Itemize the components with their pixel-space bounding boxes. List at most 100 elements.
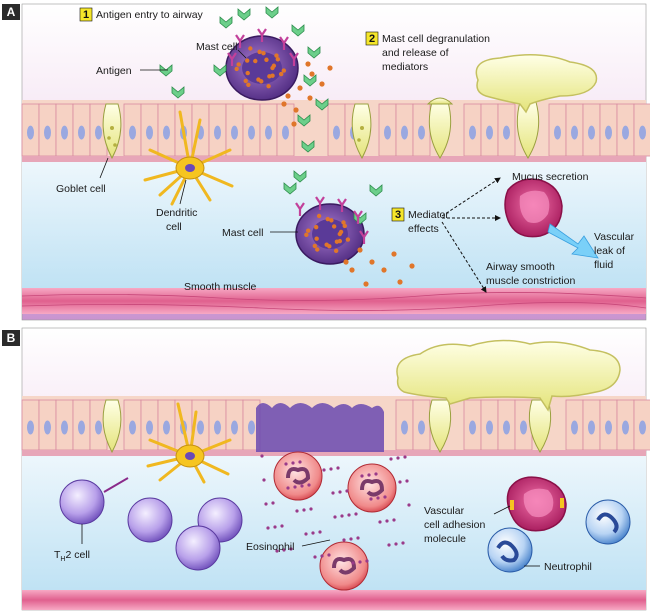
th2-cells: [59, 477, 243, 571]
granule: [325, 216, 330, 222]
granule-dot: [333, 515, 337, 519]
ige-receptor-icon: [353, 210, 363, 224]
granule: [281, 68, 287, 73]
granule-dot: [318, 530, 322, 534]
ige-receptor-icon: [337, 198, 347, 212]
label-mucus-secretion: Mucus secretion: [512, 171, 589, 183]
blood-vessel-b: [506, 476, 567, 532]
mast-cell-bottom: [295, 203, 365, 265]
granule-dot: [365, 559, 369, 563]
antigen-icon: [291, 24, 305, 37]
cell-nucleus: [486, 125, 493, 140]
granule-dot: [309, 507, 313, 511]
granule-dot: [403, 455, 407, 459]
antigen-icon: [237, 8, 251, 21]
cell-nucleus: [622, 420, 629, 435]
label-th2-cell: TH2 cell: [54, 549, 90, 563]
cell-nucleus: [469, 420, 476, 435]
antigen-icon: [219, 16, 233, 29]
granule: [338, 229, 344, 235]
goblet-cell-a2: [351, 103, 372, 160]
svg-text:3: 3: [395, 209, 401, 221]
cell-nucleus: [605, 420, 612, 435]
mediator-granule: [305, 61, 311, 67]
cell-nucleus: [146, 125, 153, 140]
svg-text:A: A: [7, 5, 16, 19]
cell-nucleus: [622, 125, 629, 140]
ige-receptor-icon: [289, 52, 299, 66]
svg-text:and release of: and release of: [382, 47, 449, 59]
granule: [245, 58, 250, 63]
label-vcam-2: cell adhesion: [424, 519, 485, 531]
granule-dot: [307, 483, 311, 487]
cell-nucleus: [333, 125, 340, 140]
eosinophil-cell: [273, 451, 323, 501]
granule-dot: [396, 456, 400, 460]
svg-text:B: B: [7, 331, 16, 345]
granule: [278, 71, 284, 77]
eosinophil-nucleus: [360, 479, 385, 497]
granule-dot: [313, 555, 317, 559]
step-3: 3 Mediator effects: [391, 207, 449, 235]
mediator-effect-arrows: [441, 177, 501, 293]
antigen-icon: [213, 64, 227, 77]
cell-nucleus: [231, 125, 238, 140]
svg-text:Antigen entry to airway: Antigen entry to airway: [96, 9, 204, 21]
granule-dot: [389, 457, 393, 461]
granule-dot: [260, 454, 264, 458]
granule-dot: [331, 491, 335, 495]
granule-dot: [340, 514, 344, 518]
cell-nucleus: [571, 420, 578, 435]
antigen-icon: [171, 86, 185, 99]
granule: [243, 78, 248, 84]
cell-nucleus: [146, 420, 153, 435]
granule-dot: [369, 497, 373, 501]
cell-nucleus: [248, 420, 255, 435]
mucus-blob-a: [475, 54, 598, 114]
granule-dot: [304, 532, 308, 536]
label-vcam-1: Vascular: [424, 505, 465, 517]
label-airway-smooth-1: Airway smooth: [486, 261, 555, 273]
granule-dot: [405, 479, 409, 483]
blood-vessel-a: [504, 178, 599, 259]
antigen-icon: [265, 6, 279, 19]
goblet-cell-b1: [102, 399, 122, 454]
cell-nucleus: [571, 125, 578, 140]
cell-nucleus: [214, 125, 221, 140]
cell-nucleus: [231, 420, 238, 435]
granule: [259, 79, 264, 84]
granule: [314, 236, 319, 241]
cell-nucleus: [27, 420, 34, 435]
granule-dot: [378, 520, 382, 524]
label-antigen: Antigen: [96, 65, 132, 77]
label-vcam-3: molecule: [424, 533, 466, 545]
granule: [312, 243, 318, 249]
mediator-granule: [307, 95, 313, 101]
granule-dot: [289, 547, 293, 551]
granule: [236, 62, 241, 67]
antigen-icon: [283, 182, 297, 195]
label-eosinophil: Eosinophil: [246, 541, 294, 553]
mast-cell-top: [225, 35, 299, 101]
granule-dot: [284, 462, 288, 466]
granule-dot: [367, 473, 371, 477]
leader-lines-a: [99, 49, 298, 233]
mediator-granule: [293, 107, 299, 113]
granule: [271, 63, 277, 68]
antigen-icon: [369, 184, 383, 197]
cell-nucleus: [639, 420, 646, 435]
cell-nucleus: [163, 420, 170, 435]
granule-dot: [286, 486, 290, 490]
panel-a: [21, 3, 650, 321]
label-vascular-leak-3: fluid: [594, 259, 613, 271]
eosinophil-cell: [347, 463, 397, 513]
ige-receptor-icon: [315, 196, 325, 210]
granule: [264, 57, 269, 62]
svg-text:2: 2: [369, 33, 375, 45]
cell-nucleus: [503, 125, 510, 140]
cell-nucleus: [605, 125, 612, 140]
granule-dot: [275, 549, 279, 553]
granule-dot: [295, 509, 299, 513]
granule: [337, 238, 343, 244]
label-goblet-cell: Goblet cell: [56, 183, 106, 195]
